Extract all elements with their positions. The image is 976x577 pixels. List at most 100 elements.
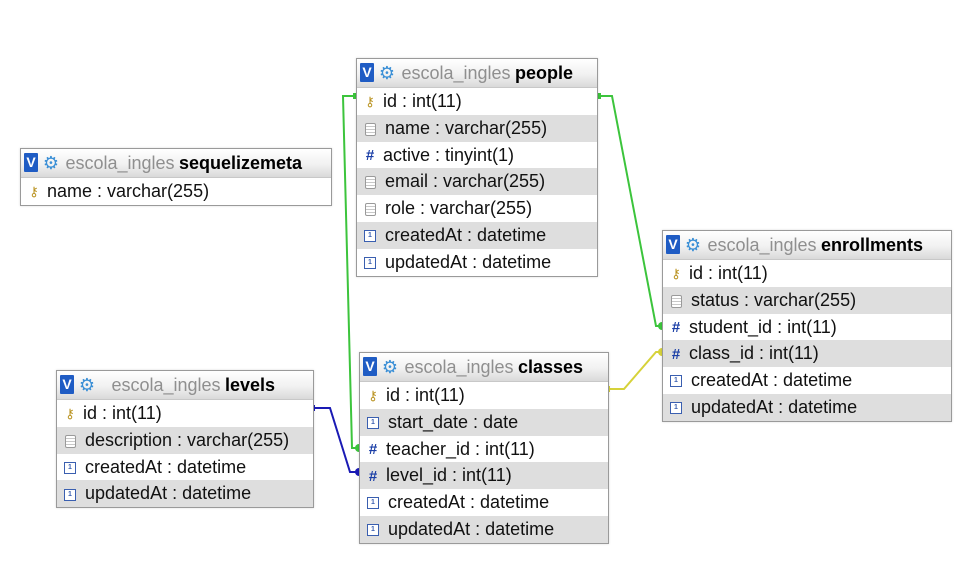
collapse-toggle-icon[interactable]: V: [363, 357, 377, 376]
field-row[interactable]: description : varchar(255): [57, 426, 313, 454]
field-label: updatedAt : datetime: [388, 518, 555, 539]
field-row[interactable]: ⚷ id : int(11): [357, 88, 597, 115]
table-people[interactable]: V⚙ escola_ingles people ⚷ id : int(11) na…: [356, 58, 598, 277]
field-label: name : varchar(255): [47, 181, 210, 201]
gear-icon[interactable]: ⚙: [42, 153, 60, 173]
text-field-icon: [365, 122, 376, 136]
field-row[interactable]: 1 createdAt : datetime: [360, 489, 608, 516]
gear-icon[interactable]: ⚙: [381, 357, 399, 377]
gear-icon[interactable]: ⚙: [684, 235, 702, 255]
table-name: classes: [517, 357, 584, 377]
table-db-name: escola_ingles: [111, 375, 221, 395]
field-row[interactable]: ⚷ id : int(11): [360, 382, 608, 409]
table-name: enrollments: [820, 235, 924, 255]
field-row[interactable]: # student_id : int(11): [663, 314, 951, 341]
table-header[interactable]: V⚙ escola_ingles levels: [57, 371, 313, 400]
key-icon: ⚷: [671, 266, 681, 282]
field-row[interactable]: 1 createdAt : datetime: [57, 454, 313, 481]
field-label: id : int(11): [83, 403, 162, 423]
field-label: createdAt : datetime: [388, 492, 550, 513]
gear-icon[interactable]: ⚙: [378, 63, 396, 83]
table-db-name: escola_ingles: [707, 235, 817, 255]
table-header[interactable]: V⚙ escola_ingles people: [357, 59, 597, 88]
field-row[interactable]: # active : tinyint(1): [357, 142, 597, 169]
field-row[interactable]: ⚷ name : varchar(255): [21, 178, 331, 205]
field-row[interactable]: role : varchar(255): [357, 195, 597, 222]
text-field-icon: [65, 434, 76, 448]
collapse-toggle-icon[interactable]: V: [24, 153, 38, 172]
table-levels[interactable]: V⚙ escola_ingles levels ⚷ id : int(11) de…: [56, 370, 314, 509]
table-sequelizemeta[interactable]: V⚙ escola_ingles sequelizemeta ⚷ name : v…: [20, 148, 332, 206]
number-field-icon: #: [671, 345, 681, 363]
field-label: id : int(11): [689, 263, 768, 283]
field-label: id : int(11): [383, 91, 462, 111]
table-name: sequelizemeta: [178, 153, 303, 173]
field-row[interactable]: 1 updatedAt : datetime: [57, 480, 313, 508]
table-db-name: escola_ingles: [404, 357, 514, 377]
table-header[interactable]: V⚙ escola_ingles classes: [360, 353, 608, 382]
field-label: createdAt : datetime: [85, 456, 247, 477]
field-row[interactable]: #teacher_id : int(11): [360, 436, 608, 463]
field-row[interactable]: 1 updatedAt : datetime: [360, 515, 608, 543]
field-row[interactable]: status : varchar(255): [663, 286, 951, 314]
key-icon: ⚷: [365, 94, 375, 110]
gear-icon[interactable]: ⚙: [78, 375, 96, 395]
field-label: teacher_id : int(11): [386, 438, 535, 459]
field-row[interactable]: # class_id : int(11): [663, 340, 951, 368]
number-field-icon: #: [368, 467, 378, 485]
table-classes[interactable]: V⚙ escola_ingles classes ⚷ id : int(11) 1…: [359, 352, 609, 544]
field-label: id : int(11): [386, 385, 465, 405]
field-label: status : varchar(255): [691, 289, 857, 310]
key-icon: ⚷: [65, 406, 75, 422]
relation-key-square: [595, 93, 601, 99]
table-name: people: [514, 63, 573, 83]
field-label: name : varchar(255): [385, 117, 548, 138]
field-label: level_id : int(11): [386, 465, 512, 486]
text-field-icon: [671, 294, 682, 308]
key-icon: ⚷: [29, 184, 39, 200]
field-row[interactable]: ⚷ id : int(11): [57, 400, 313, 427]
collapse-toggle-icon[interactable]: V: [666, 235, 680, 254]
field-label: student_id : int(11): [689, 316, 837, 337]
field-label: active : tinyint(1): [383, 144, 515, 165]
table-name: levels: [224, 375, 276, 395]
date-field-icon: 1: [670, 402, 682, 415]
date-field-icon: 1: [64, 488, 76, 501]
field-label: description : varchar(255): [85, 429, 290, 450]
number-field-icon: #: [671, 318, 681, 336]
field-row[interactable]: # level_id : int(11): [360, 462, 608, 490]
field-row[interactable]: ⚷ id : int(11): [663, 260, 951, 287]
table-header[interactable]: V⚙ escola_ingles enrollments: [663, 231, 951, 260]
text-field-icon: [365, 202, 376, 216]
relation-classes-levels: [312, 407, 359, 473]
field-label: start_date : date: [388, 411, 519, 432]
date-field-icon: 1: [64, 461, 76, 474]
date-field-icon: 1: [670, 375, 682, 388]
table-header[interactable]: V⚙ escola_ingles sequelizemeta: [21, 149, 331, 178]
field-row[interactable]: name : varchar(255): [357, 114, 597, 142]
date-field-icon: 1: [367, 524, 379, 537]
field-row[interactable]: email : varchar(255): [357, 168, 597, 196]
relation-enrollments-people: [598, 95, 662, 327]
text-field-icon: [365, 176, 376, 190]
collapse-toggle-icon[interactable]: V: [60, 375, 74, 394]
field-row[interactable]: 1 createdAt : datetime: [357, 221, 597, 249]
field-label: class_id : int(11): [689, 343, 819, 364]
key-icon: ⚷: [368, 388, 378, 404]
table-db-name: escola_ingles: [65, 153, 175, 173]
date-field-icon: 1: [367, 417, 379, 430]
number-field-icon: #: [365, 146, 375, 164]
field-label: updatedAt : datetime: [85, 483, 252, 504]
table-enrollments[interactable]: V⚙ escola_ingles enrollments ⚷ id : int(1…: [662, 230, 952, 422]
date-field-icon: 1: [364, 257, 376, 270]
field-row[interactable]: 1 start_date : date: [360, 408, 608, 436]
collapse-toggle-icon[interactable]: V: [360, 63, 374, 82]
table-db-name: escola_ingles: [401, 63, 511, 83]
date-field-icon: 1: [367, 497, 379, 510]
field-label: email : varchar(255): [385, 171, 546, 192]
field-label: createdAt : datetime: [385, 224, 547, 245]
date-field-icon: 1: [364, 230, 376, 243]
